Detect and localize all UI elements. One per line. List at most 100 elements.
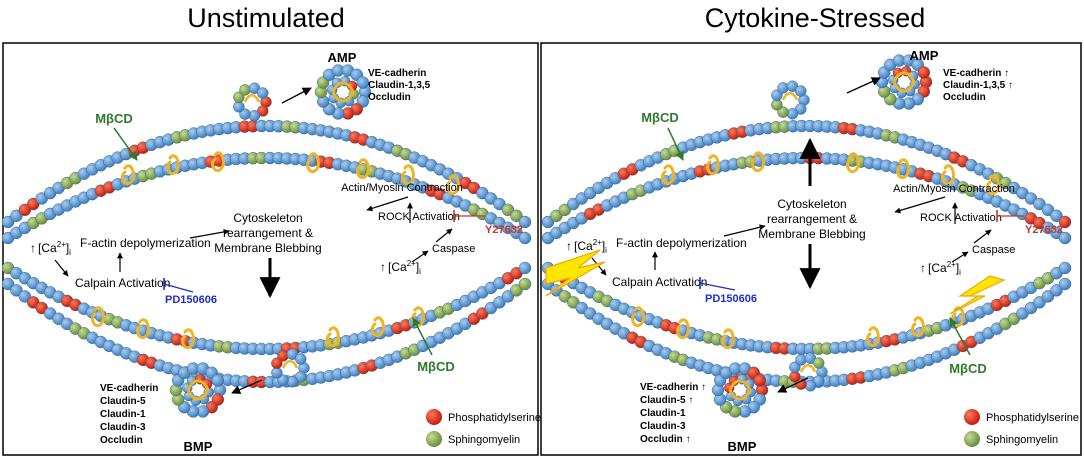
- arrow-to-amp: [846, 77, 881, 94]
- cytoskeleton-label-3: Membrane Blebbing: [214, 241, 321, 255]
- calcium-right: ↑ [Ca2+]i: [380, 259, 421, 276]
- lipid-head: [804, 380, 817, 392]
- legend-phosphatidylserine: Phosphatidylserine: [448, 412, 541, 424]
- amp-protein-list: VE-cadherin Claudin-1,3,5 Occludin: [368, 68, 431, 103]
- lipid-head: [277, 350, 289, 362]
- ca-close: ]: [956, 261, 959, 275]
- vesicles: [169, 64, 372, 418]
- lipid-head: [295, 353, 307, 365]
- cholesterol-shape: [186, 379, 210, 401]
- cholesterol-shape: [166, 154, 180, 176]
- svg-text:Claudin-5 ↑: Claudin-5 ↑: [640, 395, 693, 406]
- amp-label: AMP: [328, 50, 357, 65]
- bmp-protein: Claudin-3: [100, 422, 146, 433]
- arrow-caspase-to-rock: [435, 228, 453, 243]
- lipid-head: [510, 284, 523, 297]
- cholesterol-shape: [846, 152, 860, 174]
- arrow-ca-to-calpain: [54, 259, 69, 277]
- calcium-left: ↑ [Ca2+]i: [566, 238, 607, 255]
- arrow-to-bmp-vesicle: [777, 377, 809, 393]
- calcium-left: ↑ [Ca2+]i: [30, 240, 71, 257]
- bmp-vesicle: [169, 362, 227, 418]
- vesicles: [711, 54, 933, 418]
- phosphatidylserine-legend-dot: [426, 409, 442, 425]
- lipid-head: [771, 89, 783, 101]
- bmp-protein: Occludin: [640, 434, 683, 445]
- lipid-head: [356, 76, 370, 89]
- amp-protein: VE-cadherin: [368, 68, 426, 79]
- bmp-protein-list: VE-cadherin ↑ Claudin-5 ↑ Claudin-1 Clau…: [640, 382, 706, 445]
- cholesterol-shape: [728, 379, 752, 401]
- lipid-head: [1058, 215, 1072, 229]
- ca-sub: i: [959, 268, 961, 277]
- amp-protein: VE-cadherin: [943, 68, 1001, 79]
- lipid-head: [277, 374, 289, 386]
- lipid-head: [10, 284, 23, 297]
- svg-text:[Ca2+]i: [Ca2+]i: [388, 259, 421, 276]
- lipid-head: [248, 110, 261, 122]
- lipid-head: [518, 231, 532, 245]
- up-arrow-icon: ↑: [566, 239, 572, 253]
- arrow-factin-to-cytoskeleton: [723, 224, 766, 237]
- cholesterol-shape: [781, 92, 799, 101]
- bmp-protein-list: VE-cadherin Claudin-5 Claudin-1 Claudin-…: [100, 383, 158, 446]
- lipid-head: [1050, 284, 1063, 297]
- bmp-protein: Claudin-3: [640, 421, 686, 432]
- cholesterol-shape: [181, 328, 195, 350]
- cholesterol-shape: [631, 306, 645, 328]
- lipid-head: [777, 106, 789, 118]
- mbcd-arrow-top: [667, 127, 684, 161]
- amp-vesicle: [875, 54, 933, 110]
- bmp-protein: Claudin-5: [640, 395, 686, 406]
- rock-activation-label: ROCK Activation: [378, 211, 460, 223]
- bmp-protein: Occludin: [100, 435, 143, 446]
- arrow-rock-to-cytoskeleton: [894, 196, 946, 214]
- amp-protein: Occludin: [368, 92, 411, 103]
- cholesterol-shape: [941, 164, 955, 186]
- cholesterol-shape: [661, 164, 675, 186]
- cytoskeleton-label-2: rearrangement &: [223, 226, 313, 240]
- panel-unstimulated: Unstimulated AMP VE-cadherin Claudin-1,3…: [1, 3, 541, 456]
- panel-title: Cytokine-Stressed: [705, 3, 926, 33]
- lipid-head: [1058, 277, 1072, 291]
- lipid-head: [233, 101, 245, 113]
- cholesterol-shape: [121, 164, 135, 186]
- calpain-label: Calpain Activation: [75, 276, 170, 290]
- cholesterol-shape: [281, 360, 299, 369]
- amp-protein: Claudin-1,3,5: [368, 80, 431, 91]
- lipid-head: [501, 203, 515, 217]
- pd-inhibit-line: [699, 282, 736, 291]
- up-arrow-icon: ↑: [1005, 80, 1013, 91]
- up-arrow-icon: ↑: [1001, 68, 1009, 79]
- up-arrow-icon: ↑: [683, 434, 691, 445]
- cholesterol-shape: [326, 326, 340, 348]
- cholesterol-shape: [896, 158, 910, 180]
- bmp-protein: Claudin-5: [100, 396, 146, 407]
- mbcd-label-top: MβCD: [95, 111, 133, 126]
- lipid-head: [771, 99, 783, 111]
- sphingomyelin-legend-dot: [426, 431, 442, 447]
- mbcd-label-top: MβCD: [641, 110, 679, 125]
- ca-sub: i: [605, 246, 607, 255]
- arrow-to-bmp-vesicle: [231, 379, 263, 394]
- up-arrow-icon: ↑: [920, 261, 926, 275]
- svg-text:Claudin-1,3,5 ↑: Claudin-1,3,5 ↑: [943, 80, 1013, 91]
- panel-frame: [2, 42, 539, 456]
- lipid-head: [271, 357, 283, 369]
- lipid-head: [211, 374, 225, 387]
- lipid-head: [286, 376, 299, 388]
- factin-label: F-actin depolymerization: [616, 236, 747, 250]
- cholesterol-shape: [706, 154, 720, 176]
- arrow-to-amp: [281, 87, 312, 104]
- bmp-protein: Claudin-1: [100, 409, 146, 420]
- ca-sup: 2+: [593, 238, 602, 247]
- bmp-protein: Claudin-1: [640, 408, 686, 419]
- lipid-head: [257, 87, 269, 99]
- up-arrow-icon: ↑: [686, 395, 694, 406]
- cholesterol-shape: [331, 81, 355, 103]
- lipid-head: [1041, 203, 1055, 217]
- lipid-head: [541, 215, 555, 229]
- mbcd-arrow-top: [113, 127, 138, 161]
- cholesterol-shape: [721, 328, 735, 350]
- cholesterol-shape: [986, 174, 1000, 196]
